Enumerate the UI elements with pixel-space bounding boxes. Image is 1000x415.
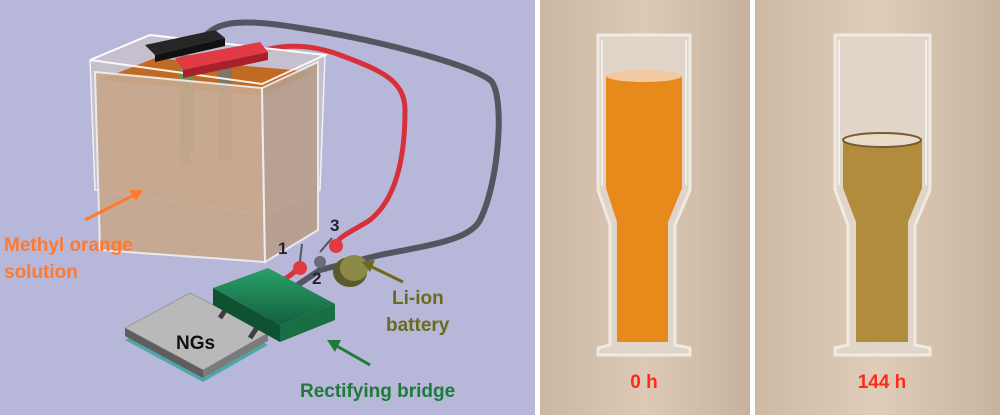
time-label-0h: 0 h — [630, 372, 657, 393]
red-wire-upper — [232, 43, 408, 248]
ngs-label: NGs — [176, 333, 215, 354]
red-clamp-side — [183, 52, 268, 78]
beaker-label-line1: Methyl orange — [4, 235, 133, 256]
beaker-front — [93, 70, 267, 264]
black-clamp-side — [155, 38, 225, 62]
beaker-side — [260, 60, 319, 264]
terminal-3-ball — [329, 239, 343, 253]
schematic-panel: Methyl orange solution 1 2 3 Li-ion batt… — [0, 0, 535, 415]
beaker-rim — [89, 33, 329, 86]
terminal-1-arm — [299, 243, 303, 262]
bridge-front — [213, 288, 280, 342]
red-clamp — [175, 42, 268, 70]
beaker-label-line2: solution — [4, 262, 78, 283]
terminal-3-label: 3 — [330, 216, 339, 235]
time-label-144h: 144 h — [858, 372, 907, 393]
terminal-3-arm — [319, 237, 333, 253]
photo-0h-panel: 0 h — [540, 0, 750, 415]
ngs-front — [125, 328, 203, 378]
schematic-drawing: Methyl orange solution 1 2 3 Li-ion batt… — [4, 19, 502, 402]
arrow-to-beaker — [84, 190, 143, 222]
cuvette-photo-0h: 0 h — [540, 0, 750, 415]
battery-face — [340, 255, 368, 281]
black-clamp — [145, 30, 225, 55]
arrow-to-bridge — [327, 340, 371, 367]
cuvette-144h-meniscus — [842, 132, 922, 148]
battery-label-line2: battery — [386, 315, 450, 336]
terminal-2-ball — [314, 256, 326, 268]
bridge-top — [213, 268, 335, 325]
terminal-2-label: 2 — [312, 269, 321, 288]
terminal-1-label: 1 — [278, 239, 287, 258]
cuvette-144h-solution — [843, 140, 922, 342]
black-wire — [197, 19, 502, 343]
ngs-side — [203, 333, 268, 378]
photo-144h-panel: 144 h — [755, 0, 1000, 415]
battery-label-line1: Li-ion — [392, 288, 444, 309]
cuvette-0h-solution — [606, 75, 682, 342]
bridge-label: Rectifying bridge — [300, 381, 455, 402]
cuvette-photo-144h: 144 h — [755, 0, 1000, 415]
bridge-side — [280, 304, 335, 342]
cuvette-0h-meniscus — [606, 70, 682, 82]
terminal-1-ball — [293, 261, 307, 275]
arrow-to-battery — [362, 260, 404, 284]
